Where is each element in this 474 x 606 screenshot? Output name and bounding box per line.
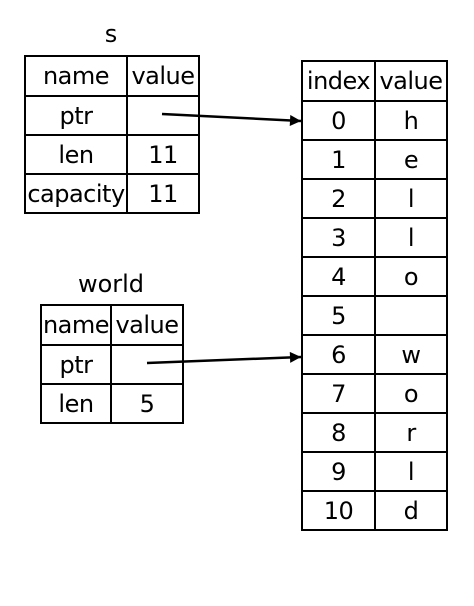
s-len-name: len <box>24 134 128 175</box>
heap-value-cell: r <box>374 412 448 453</box>
s-row-ptr: ptr <box>24 95 200 136</box>
world-ptr-name: ptr <box>40 344 112 385</box>
s-row-capacity: capacity 11 <box>24 173 200 214</box>
heap-index-cell: 6 <box>301 334 376 375</box>
s-table: name value ptr len 11 capacity 11 <box>24 55 200 214</box>
heap-index-cell: 4 <box>301 256 376 297</box>
s-len-value: 11 <box>126 134 200 175</box>
heap-value-cell: o <box>374 256 448 297</box>
heap-value-cell: e <box>374 139 448 180</box>
world-header-value: value <box>110 304 184 346</box>
world-row-len: len 5 <box>40 383 184 424</box>
heap-value-cell: o <box>374 373 448 414</box>
heap-index-cell: 7 <box>301 373 376 414</box>
heap-index-cell: 3 <box>301 217 376 258</box>
s-header-row: name value <box>24 55 200 97</box>
heap-index-cell: 9 <box>301 451 376 492</box>
heap-value-cell: l <box>374 451 448 492</box>
heap-row: 5 <box>301 295 448 336</box>
heap-value-cell: h <box>374 100 448 141</box>
s-ptr-name: ptr <box>24 95 128 136</box>
s-title: s <box>104 20 118 48</box>
heap-value-cell <box>374 295 448 336</box>
heap-index-cell: 1 <box>301 139 376 180</box>
s-header-name: name <box>24 55 128 97</box>
world-ptr-arrow <box>146 351 302 365</box>
heap-value-cell: d <box>374 490 448 531</box>
heap-value-cell: l <box>374 217 448 258</box>
s-capacity-value: 11 <box>126 173 200 214</box>
heap-index-cell: 2 <box>301 178 376 219</box>
world-title: world <box>77 270 145 298</box>
world-header-name: name <box>40 304 112 346</box>
s-header-value: value <box>126 55 200 97</box>
s-ptr-arrow <box>161 112 302 126</box>
heap-header-index: index <box>301 60 376 102</box>
heap-header-value: value <box>374 60 448 102</box>
world-ptr-value <box>110 344 184 385</box>
heap-index-cell: 10 <box>301 490 376 531</box>
s-row-len: len 11 <box>24 134 200 175</box>
heap-value-cell: l <box>374 178 448 219</box>
heap-index-cell: 8 <box>301 412 376 453</box>
heap-index-cell: 5 <box>301 295 376 336</box>
heap-value-cell: w <box>374 334 448 375</box>
heap-index-cell: 0 <box>301 100 376 141</box>
s-capacity-name: capacity <box>24 173 128 214</box>
world-len-name: len <box>40 383 112 424</box>
heap-header-row: index value <box>301 60 448 102</box>
world-len-value: 5 <box>110 383 184 424</box>
world-row-ptr: ptr <box>40 344 184 385</box>
world-table: name value ptr len 5 <box>40 304 184 424</box>
world-header-row: name value <box>40 304 184 346</box>
